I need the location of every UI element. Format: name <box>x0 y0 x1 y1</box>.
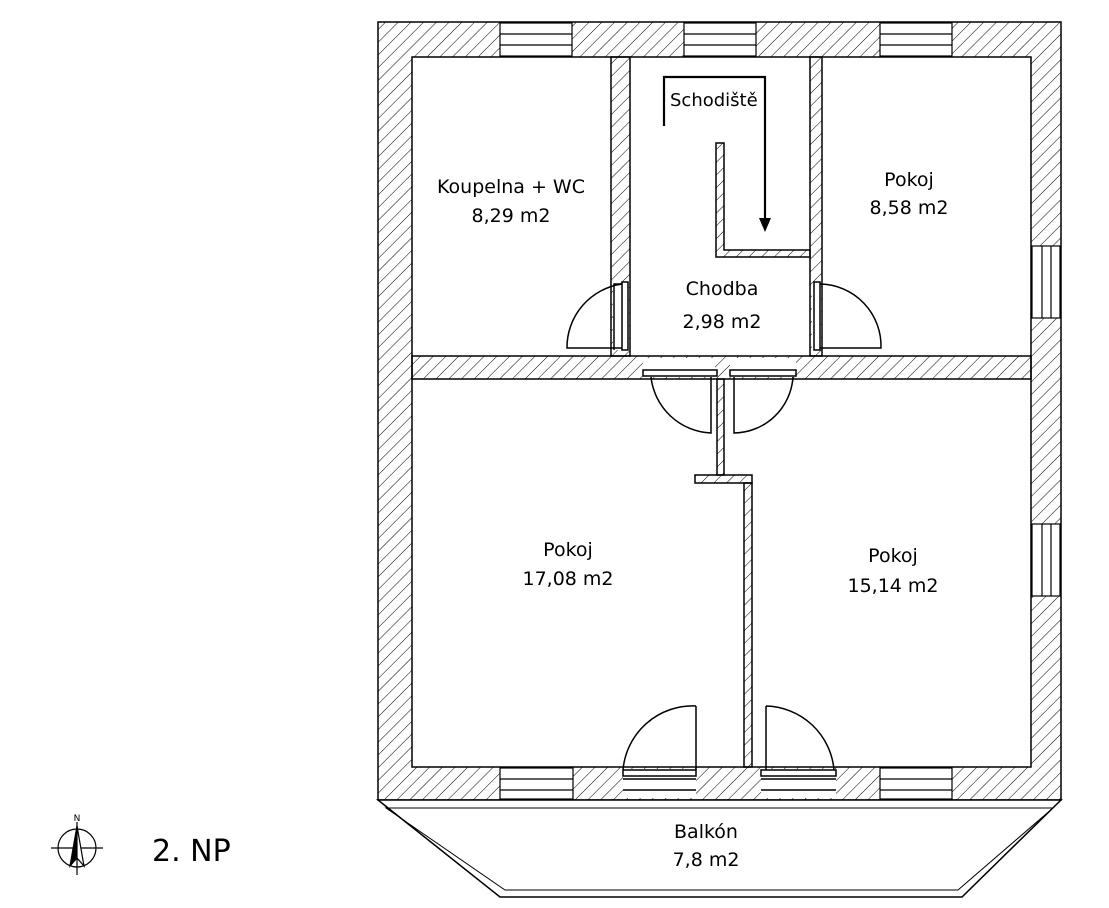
windows <box>499 22 1061 800</box>
hallway-area: 2,98 m2 <box>683 311 762 333</box>
door-balcony-right <box>760 705 837 791</box>
door-room-right <box>729 369 797 434</box>
door-room-small <box>813 281 882 351</box>
north-arrow-icon <box>51 822 103 875</box>
compass-north-label: N <box>74 814 81 824</box>
wall-between-lower-rooms-b <box>694 474 753 484</box>
wall-between-lower-rooms-a <box>716 378 725 476</box>
window-top-middle <box>683 22 757 57</box>
room-right-area: 15,14 m2 <box>847 575 938 597</box>
window-right-upper <box>1031 245 1061 319</box>
window-top-right <box>879 22 953 57</box>
room-left-area: 17,08 m2 <box>522 568 613 590</box>
balcony-area: 7,8 m2 <box>673 849 740 871</box>
door-balcony-left <box>622 705 697 791</box>
bathroom-name: Koupelna + WC <box>437 176 585 198</box>
wall-horizontal-middle <box>411 355 1032 380</box>
room-small-name: Pokoj <box>884 169 934 191</box>
window-top-left <box>499 22 573 57</box>
hallway-name: Chodba <box>686 278 759 300</box>
window-right-lower <box>1031 523 1061 597</box>
wall-between-lower-rooms-c <box>743 482 753 768</box>
balcony <box>375 799 1063 898</box>
room-left-name: Pokoj <box>543 539 593 561</box>
interior-walls <box>411 56 1032 768</box>
room-labels: Koupelna + WC 8,29 m2 Schodiště Chodba 2… <box>437 90 948 871</box>
room-small-area: 8,58 m2 <box>870 197 949 219</box>
floor-label: 2. NP <box>152 834 231 869</box>
bathroom-area: 8,29 m2 <box>472 205 551 227</box>
doors <box>566 281 882 791</box>
staircase <box>662 75 811 258</box>
balcony-name: Balkón <box>674 821 738 843</box>
door-room-left <box>642 369 718 434</box>
window-bottom-right <box>879 767 953 800</box>
compass: N <box>51 814 103 875</box>
door-bathroom <box>566 281 629 351</box>
room-right-name: Pokoj <box>868 545 918 567</box>
staircase-name: Schodiště <box>670 90 758 111</box>
window-bottom-left <box>499 767 574 800</box>
